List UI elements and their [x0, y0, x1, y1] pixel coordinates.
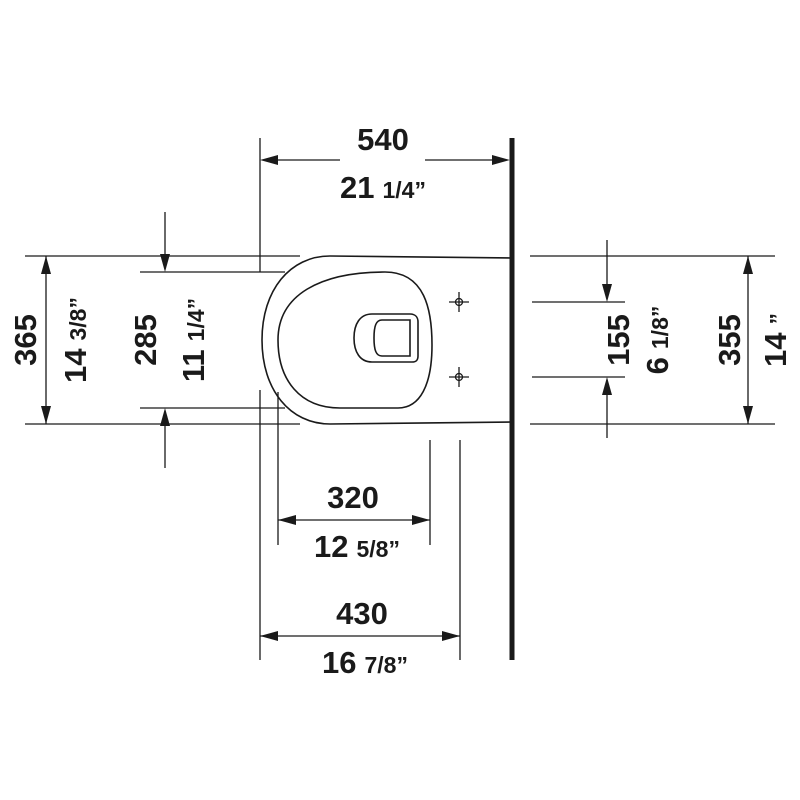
dimension-540: 540 21 1/4”	[259, 122, 510, 272]
dim-320-mm: 320	[327, 480, 379, 515]
toilet-outline	[261, 255, 513, 425]
bowl-outer-outline	[261, 255, 513, 425]
dim-155-inch: 6 1/8”	[640, 306, 675, 375]
dim-285-mm: 285	[128, 314, 163, 366]
dimension-355: 355 14 ”	[530, 255, 793, 425]
dim-155-mm: 155	[601, 314, 636, 366]
dimension-285: 285 11 1/4”	[128, 212, 285, 468]
dim-365-mm: 365	[8, 314, 43, 366]
dim-430-mm: 430	[336, 596, 388, 631]
dimension-155: 155 6 1/8”	[532, 240, 675, 438]
dim-540-inch: 21 1/4”	[340, 170, 426, 205]
dim-365-inch: 14 3/8”	[58, 297, 93, 383]
dim-355-mm: 355	[712, 314, 747, 366]
fixing-point-bottom	[449, 367, 469, 387]
dimension-320: 320 12 5/8”	[277, 392, 431, 564]
dim-320-inch: 12 5/8”	[314, 529, 400, 564]
fixing-point-top	[449, 292, 469, 312]
dim-285-inch: 11 1/4”	[176, 298, 211, 382]
dimension-430: 430 16 7/8”	[259, 390, 461, 680]
outlet-outline	[353, 313, 419, 363]
dim-540-mm: 540	[357, 122, 409, 157]
dim-355-inch: 14 ”	[758, 313, 793, 367]
dim-430-inch: 16 7/8”	[322, 645, 408, 680]
outlet-inner-outline	[373, 319, 411, 357]
bowl-inner-outline	[277, 271, 433, 409]
